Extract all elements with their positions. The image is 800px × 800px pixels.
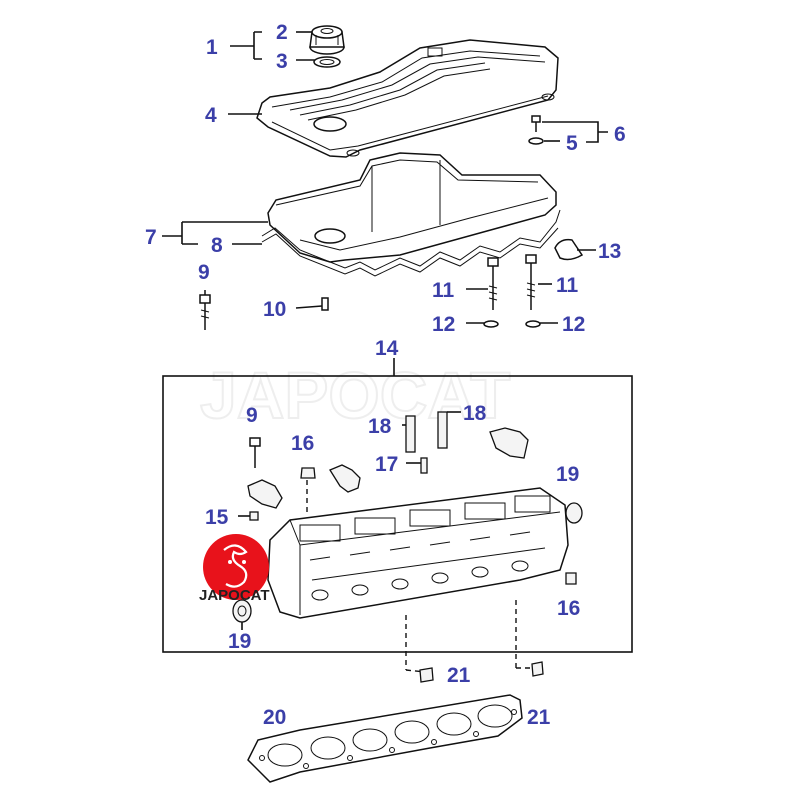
callout-6: 6	[614, 123, 626, 146]
washer-2	[525, 320, 541, 328]
engine-top-cover	[256, 39, 559, 158]
callout-9-lower: 9	[246, 404, 258, 427]
callout-1: 1	[206, 36, 218, 59]
callout-18-left: 18	[368, 415, 392, 438]
callout-17: 17	[375, 453, 398, 476]
watermark-text: JAPOCAT	[200, 358, 510, 432]
leader-lines	[162, 31, 608, 630]
callout-20: 20	[263, 706, 286, 729]
callout-18-right: 18	[463, 402, 487, 425]
cylinder-head	[267, 487, 569, 619]
callout-2: 2	[276, 21, 288, 44]
half-moon-plug	[554, 238, 584, 261]
cover-bolt	[528, 115, 544, 145]
callout-21-left: 21	[447, 664, 471, 687]
callout-14: 14	[375, 337, 399, 360]
callout-15: 15	[205, 506, 229, 529]
cylinder-head-assembly-frame	[162, 375, 633, 653]
callout-16-upper: 16	[291, 432, 314, 455]
seal-plug-upper	[300, 467, 316, 479]
callout-3: 3	[276, 50, 288, 73]
oil-filler-cap	[309, 25, 345, 55]
logo-text: JAPOCAT	[199, 587, 270, 604]
cylinder-head-dowel-2	[531, 661, 544, 677]
valve-guide-1	[405, 415, 416, 453]
cap-gasket	[313, 56, 341, 68]
japocat-logo: JAPOCAT	[199, 534, 270, 604]
callout-16-lower: 16	[557, 597, 580, 620]
callout-21-right: 21	[527, 706, 551, 729]
callout-9-upper: 9	[198, 261, 210, 284]
straight-pin	[420, 457, 428, 474]
callout-12-right: 12	[562, 313, 585, 336]
callout-7: 7	[145, 226, 157, 249]
cylinder-head-gasket	[247, 694, 523, 783]
callout-numbers: 1 2 3 4 5 6 7 8 9 10 11 11 12 12 13 14 9…	[145, 21, 626, 729]
cylinder-head-dowel-1	[419, 667, 434, 683]
core-plug-right	[565, 502, 583, 524]
seal-plug-lower	[565, 572, 577, 585]
clamp-seat	[249, 511, 259, 521]
callout-10: 10	[263, 298, 286, 321]
callout-13: 13	[598, 240, 621, 263]
injection-nozzle-clamp-1	[329, 464, 361, 493]
callout-4: 4	[205, 104, 217, 127]
callout-12-left: 12	[432, 313, 455, 336]
valve-guide-2	[437, 411, 448, 449]
callout-11-right: 11	[556, 274, 579, 297]
valve-cover-gasket	[261, 209, 561, 277]
callout-11-left: 11	[432, 279, 455, 302]
head-cover-bolt-2	[525, 254, 537, 310]
injection-nozzle-clamp-2	[489, 427, 529, 459]
callout-19-left: 19	[228, 630, 251, 653]
stud-bolt-lower	[249, 437, 261, 468]
callout-19-right: 19	[556, 463, 579, 486]
dowel-pin	[321, 297, 329, 311]
washer-1	[483, 320, 499, 328]
callout-8: 8	[211, 234, 223, 257]
stud-bolt-upper	[199, 290, 211, 330]
callout-5: 5	[566, 132, 578, 155]
valve-cover	[267, 152, 557, 263]
head-cover-bolt-1	[487, 257, 499, 310]
injection-nozzle-clamp-3	[247, 479, 283, 509]
